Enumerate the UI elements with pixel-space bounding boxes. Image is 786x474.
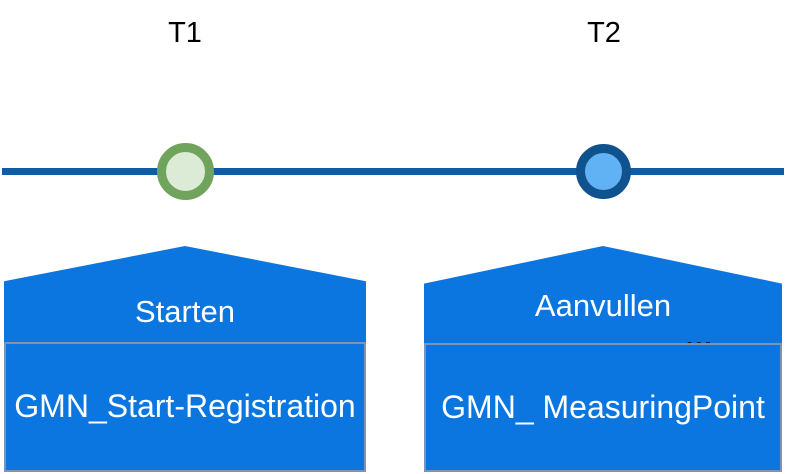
timeline-axis [2,168,784,175]
milestone-marker-t2[interactable] [576,144,631,199]
milestone-marker-t1[interactable] [157,143,214,200]
process-action-label-measure: Aanvullen [534,288,672,323]
process-group-start-registration[interactable]: Starten GMN_Start-Registration [4,246,366,474]
time-label-t2: T2 [587,17,621,49]
process-pentagon-shape-measure: Aanvullen ... [424,246,782,345]
process-entity-label-start: GMN_Start-Registration [14,388,356,425]
process-body-measuring-point[interactable]: GMN_ MeasuringPoint [424,343,782,472]
time-label-t1: T1 [168,17,202,49]
process-pentagon-shape-start: Starten [4,246,366,344]
process-group-measuring-point[interactable]: Aanvullen ... GMN_ MeasuringPoint [424,246,782,474]
process-body-start-registration[interactable]: GMN_Start-Registration [4,342,366,472]
process-action-label-start: Starten [135,294,235,329]
process-action-ellipsis-measure: ... [686,322,714,352]
process-entity-label-measure: GMN_ MeasuringPoint [441,388,765,425]
